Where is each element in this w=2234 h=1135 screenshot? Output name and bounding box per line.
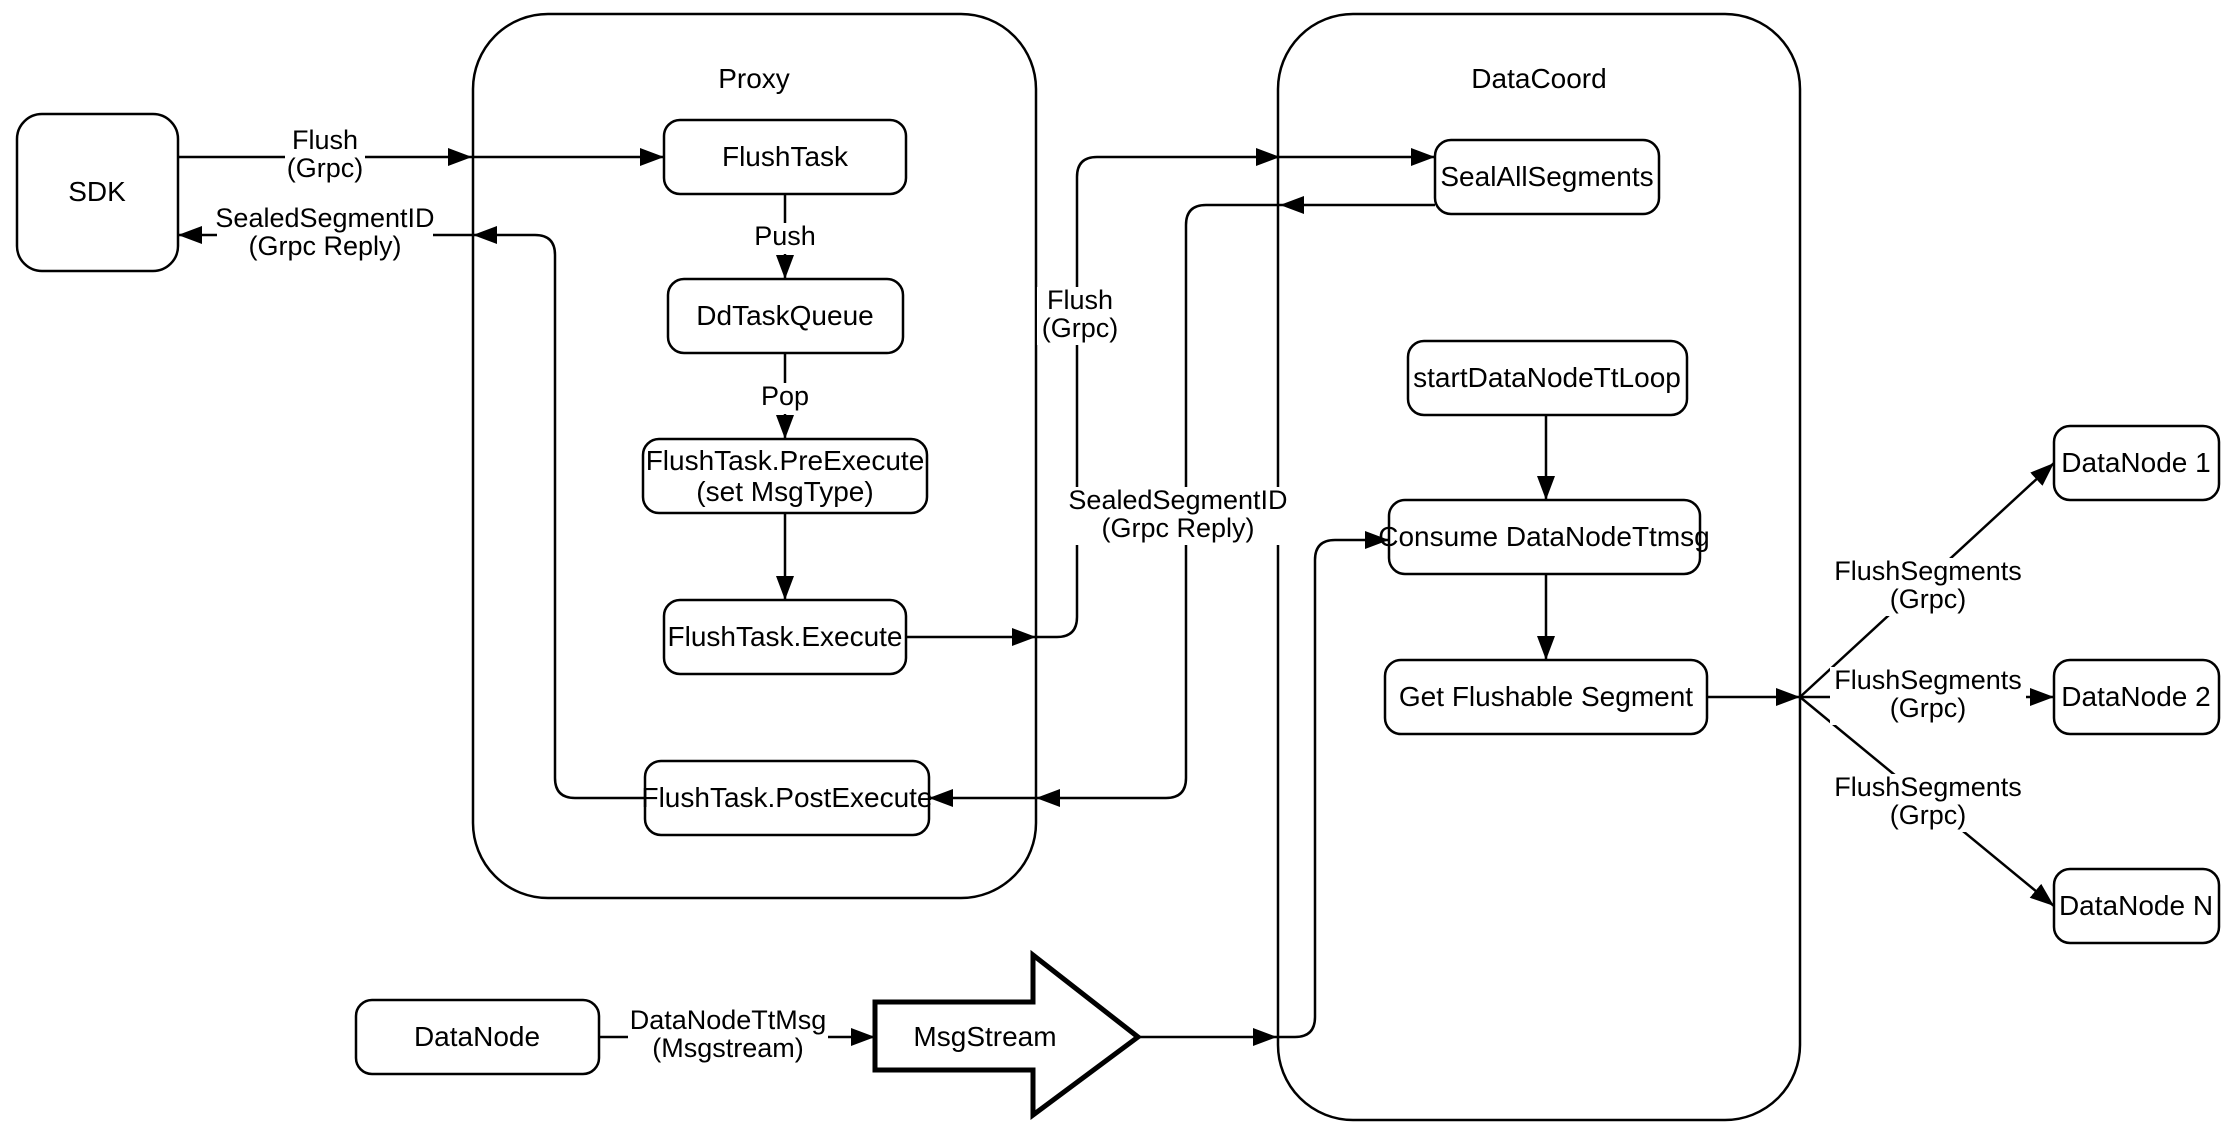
label-flush-dc-line2: (Grpc) — [1042, 313, 1119, 343]
label-flushsegments2-line1: FlushSegments — [1834, 665, 2022, 695]
node-flushtask-execute: FlushTask.Execute — [662, 598, 908, 676]
node-datanode1-label: DataNode 1 — [2061, 447, 2210, 478]
node-sealallsegments: SealAllSegments — [1433, 138, 1661, 216]
node-datanode-n: DataNode N — [2052, 867, 2221, 945]
node-getflushable-label: Get Flushable Segment — [1399, 681, 1693, 712]
edge-postexecute-to-proxy-border — [473, 226, 645, 800]
label-sealedsegmentid-sdk: SealedSegmentID (Grpc Reply) — [215, 203, 435, 263]
label-sealed-sdk-line2: (Grpc Reply) — [248, 231, 401, 261]
label-flushsegments-3: FlushSegments (Grpc) — [1830, 772, 2026, 832]
label-push: Push — [750, 221, 820, 254]
node-consume-label: Consume DataNodeTtmsg — [1378, 521, 1709, 552]
label-flush-sdk-line1: Flush — [292, 125, 358, 155]
node-startdatanodettloop: startDataNodeTtLoop — [1406, 339, 1689, 417]
label-flushsegments1-line2: (Grpc) — [1890, 584, 1967, 614]
msgstream-label: MsgStream — [913, 1021, 1056, 1052]
label-flush-sdk-line2: (Grpc) — [287, 153, 364, 183]
node-preexecute-label-line1: FlushTask.PreExecute — [646, 445, 925, 476]
node-datanode-2: DataNode 2 — [2052, 658, 2221, 736]
label-datanodettmsg: DataNodeTtMsg (Msgstream) — [628, 1005, 828, 1065]
label-flushsegments-1: FlushSegments (Grpc) — [1830, 556, 2026, 616]
edge-proxy-to-datacoord-border — [1036, 148, 1280, 639]
node-postexecute-label: FlushTask.PostExecute — [641, 782, 932, 813]
label-sealed-sdk-line1: SealedSegmentID — [215, 203, 434, 233]
node-get-flushable-segment: Get Flushable Segment — [1383, 658, 1709, 736]
node-datanode-source: DataNode — [354, 998, 601, 1076]
container-datacoord: DataCoord — [1276, 12, 1802, 1122]
node-startdatanodettloop-label: startDataNodeTtLoop — [1413, 362, 1681, 393]
label-flushsegments1-line1: FlushSegments — [1834, 556, 2022, 586]
node-flushtask-preexecute: FlushTask.PreExecute (set MsgType) — [641, 437, 929, 515]
label-flushsegments-2: FlushSegments (Grpc) — [1830, 665, 2026, 725]
edge-datacoord-border-to-consume — [1277, 531, 1389, 1039]
node-sdk: SDK — [15, 112, 180, 273]
node-ddtaskqueue-label: DdTaskQueue — [696, 300, 873, 331]
datacoord-title: DataCoord — [1471, 63, 1606, 94]
node-ddtaskqueue: DdTaskQueue — [666, 277, 905, 355]
node-sealallsegments-label: SealAllSegments — [1440, 161, 1653, 192]
label-flush-grpc-sdk: Flush (Grpc) — [285, 125, 365, 185]
label-flushsegments3-line2: (Grpc) — [1890, 800, 1967, 830]
node-consume-datanodettmsg: Consume DataNodeTtmsg — [1378, 498, 1710, 576]
node-flushtask-postexecute: FlushTask.PostExecute — [641, 759, 933, 837]
label-sealed-dc-line2: (Grpc Reply) — [1101, 513, 1254, 543]
label-sealedsegmentid-datacoord: SealedSegmentID (Grpc Reply) — [1068, 485, 1288, 545]
node-flushtask: FlushTask — [662, 118, 908, 196]
node-preexecute-label-line2: (set MsgType) — [696, 476, 873, 507]
shape-msgstream-arrow: MsgStream — [872, 949, 1143, 1120]
node-datanode2-label: DataNode 2 — [2061, 681, 2210, 712]
node-datanode-1: DataNode 1 — [2052, 424, 2221, 502]
label-datanodettmsg-line2: (Msgstream) — [652, 1033, 804, 1063]
label-flush-grpc-datacoord: Flush (Grpc) — [1037, 285, 1123, 345]
node-datanoden-label: DataNode N — [2059, 890, 2213, 921]
label-flushsegments2-line2: (Grpc) — [1890, 693, 1967, 723]
node-datanode-source-label: DataNode — [414, 1021, 540, 1052]
node-flushtask-label: FlushTask — [722, 141, 849, 172]
label-pop: Pop — [757, 381, 813, 414]
node-execute-label: FlushTask.Execute — [668, 621, 903, 652]
label-sealed-dc-line1: SealedSegmentID — [1068, 485, 1287, 515]
proxy-title: Proxy — [718, 63, 790, 94]
container-proxy: Proxy — [471, 12, 1038, 900]
label-datanodettmsg-line1: DataNodeTtMsg — [630, 1005, 827, 1035]
node-sdk-label: SDK — [68, 176, 126, 207]
label-pop-text: Pop — [761, 381, 809, 411]
edge-labels: Flush (Grpc) SealedSegmentID (Grpc Reply… — [215, 125, 2026, 1065]
label-flushsegments3-line1: FlushSegments — [1834, 772, 2022, 802]
label-push-text: Push — [754, 221, 816, 251]
label-flush-dc-line1: Flush — [1047, 285, 1113, 315]
